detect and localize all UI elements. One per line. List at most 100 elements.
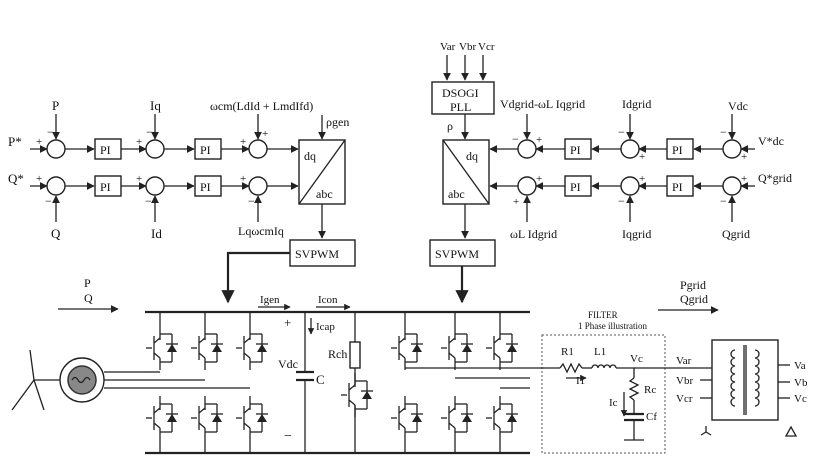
vc-node-label: Vc [630,353,643,365]
svg-text:abc: abc [316,187,333,201]
r1-resistor [559,362,583,374]
p-flow-label: P [84,276,91,290]
svg-text:−: − [618,125,625,139]
igbt-switch-icon [391,326,423,370]
power-circuit: P Q Pgrid Qgrid Igen Icon + − Icap Vdc C… [58,276,719,455]
igbt-switch-icon [236,326,268,370]
svg-text:dq: dq [466,149,478,163]
sum-junction [46,139,66,159]
i1-label: I1 [576,375,585,387]
svg-text:+: + [240,136,246,148]
vb-label: Vb [794,377,808,389]
svg-text:+: + [639,173,645,185]
dc-plus: + [284,315,291,330]
igbt-switch-icon [391,396,423,440]
rch-label: Rch [328,347,347,361]
svg-text:PLL: PLL [450,100,471,114]
id-grid-label: Idgrid [622,97,651,111]
igbt-switch-icon [146,396,178,440]
svpwm-block-right [429,239,496,267]
igbt-switch-icon [486,326,518,370]
igbt-switch-icon [146,326,178,370]
filter-box [541,334,666,454]
svg-text:PI: PI [570,180,581,194]
sum-junction [248,139,268,159]
delta-symbol-icon [784,425,798,437]
svg-text:+: + [240,173,246,185]
q-grid-label: Qgrid [722,227,750,241]
svg-text:−: − [720,125,727,139]
p-label: P [52,98,59,113]
sum-junction [620,139,640,159]
grid-transformer: Var Vbr Vcr Va Vb Vc [676,339,808,437]
iq-label: Iq [150,98,161,113]
var-input-label: Var [440,41,456,53]
igbt-switch-icon [486,396,518,440]
q-star-label: Q* [8,171,24,186]
va-label: Va [794,360,806,372]
q-label: Q [51,226,61,241]
sum-junction [620,176,640,196]
l1-inductor [591,364,617,369]
r1-label: R1 [561,346,574,358]
icap-label: Icap [316,321,335,333]
rc-resistor [628,377,640,401]
sum-junction [46,176,66,196]
svg-text:−: − [618,194,625,208]
converter-switches [145,312,530,453]
svg-text:dq: dq [304,149,316,163]
svg-text:SVPWM: SVPWM [295,247,339,261]
icon-label: Icon [318,294,338,306]
vbr-input-label: Vbr [459,41,476,53]
svg-text:SVPWM: SVPWM [435,247,479,261]
vcr-input-label: Vcr [478,41,495,53]
sum-junction [145,139,165,159]
sum-junction [517,139,537,159]
svg-text:+: + [136,173,142,185]
filter-section: FILTER 1 Phase illustration R1 L1 I1 Vc … [530,310,712,454]
sum-junction [517,176,537,196]
svg-text:PI: PI [100,180,111,194]
svg-text:DSOGI: DSOGI [442,86,479,100]
svg-text:+: + [513,196,519,208]
sum-junction [722,139,742,159]
c-label: C [316,372,325,387]
vd-grid-label: Vdgrid-ωL Iqgrid [500,97,585,111]
svg-text:−: − [248,194,255,208]
svg-text:+: + [741,151,747,163]
chopper-resistor [349,341,361,369]
igen-label: Igen [260,294,280,306]
svg-text:+: + [536,173,542,185]
igbt-switch-icon [441,326,473,370]
transformer-box [711,339,779,421]
p-star-label: P* [8,134,22,149]
svg-text:+: + [262,128,268,140]
omega-top-label: ωcm(LdId + LmdIfd) [210,99,313,113]
q-grid-flow-label: Qgrid [680,292,708,306]
svg-text:+: + [741,173,747,185]
svg-text:+: + [136,136,142,148]
omega-bottom-label: LqωcmIq [238,224,284,238]
vbr-out-label: Vbr [676,375,693,387]
vdc-star-label: V*dc [758,134,784,148]
vdc-feedback-label: Vdc [728,99,748,113]
omega-l-id-label: ωL Idgrid [510,227,557,241]
svg-text:PI: PI [200,180,211,194]
rho-label: ρ [447,119,453,133]
sum-junction [145,176,165,196]
svg-text:PI: PI [100,143,111,157]
svg-text:−: − [45,194,52,208]
igbt-switch-icon [191,396,223,440]
cf-label: Cf [646,411,657,423]
svg-text:PI: PI [200,143,211,157]
svg-text:−: − [146,125,153,139]
rc-label: Rc [644,384,656,396]
svg-text:−: − [47,125,54,139]
svpwm-block-left [289,239,356,267]
generator-side-control: P* + − P PI + − Iq PI + + ωcm(LdId + Lmd… [8,98,356,304]
id-label: Id [151,226,162,241]
l1-label: L1 [594,346,606,358]
igbt-switch-icon [191,326,223,370]
turbine-blades-icon [11,349,45,411]
svg-text:+: + [36,136,42,148]
